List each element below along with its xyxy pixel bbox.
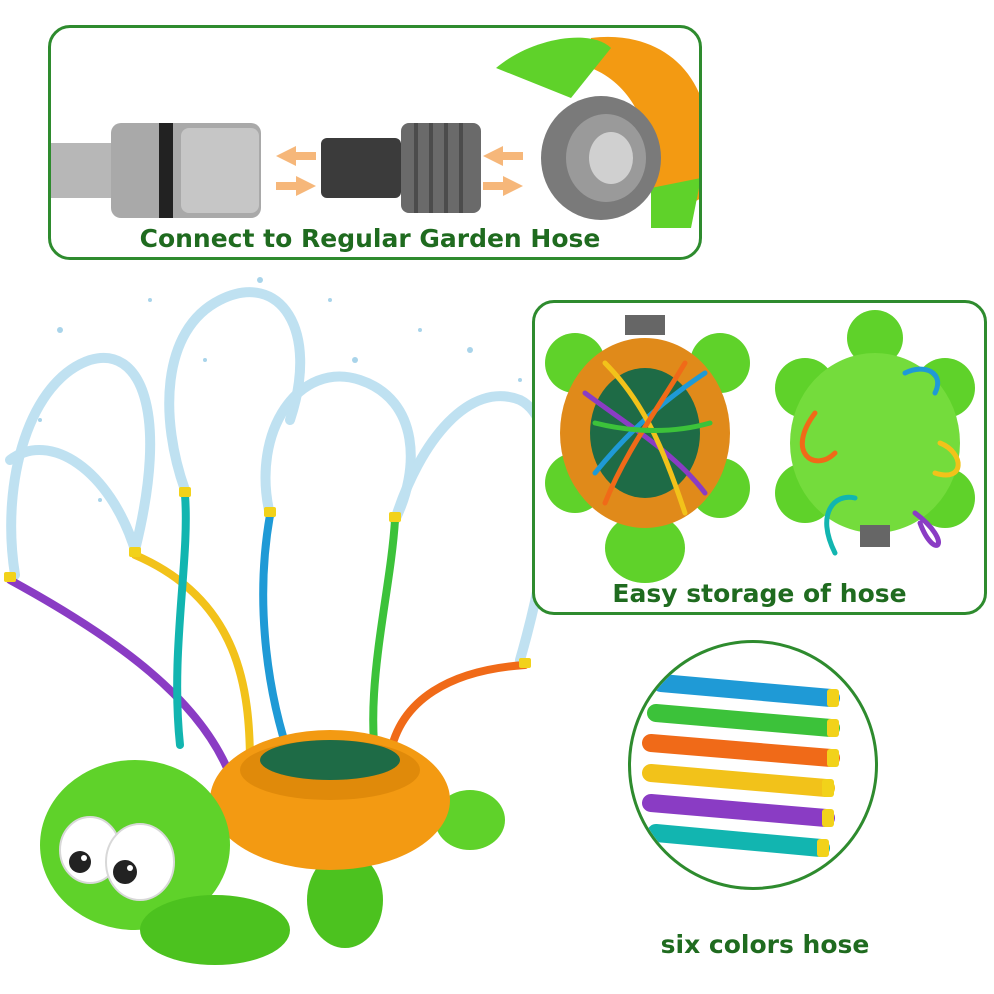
hose-fitting-nut — [541, 96, 661, 220]
storage-illustration — [545, 310, 975, 583]
storage-caption: Easy storage of hose — [612, 579, 907, 608]
hose-tips — [4, 487, 531, 668]
hose-connection-panel: Connect to Regular Garden Hose — [48, 25, 702, 260]
hose-connector-illustration — [51, 36, 699, 228]
turtle-sprinkler — [40, 730, 505, 965]
turtle-shell-fragment — [591, 36, 699, 228]
turtle-bottom-view — [775, 310, 975, 556]
double-arrow-left-right-icon — [276, 146, 316, 196]
tap-adaptor — [321, 123, 481, 213]
double-arrow-left-right-icon — [483, 146, 523, 196]
garden-hose — [51, 143, 116, 198]
sprinkler-hoses — [6, 491, 529, 789]
turtle-top-view — [545, 315, 750, 583]
six-color-hoses — [642, 674, 840, 857]
turtle-eyes — [59, 816, 175, 901]
colors-caption: six colors hose — [660, 930, 870, 959]
hose-colors-circle — [628, 640, 878, 890]
hose-connect-caption: Connect to Regular Garden Hose — [139, 224, 601, 253]
storage-panel: Easy storage of hose — [532, 300, 987, 615]
